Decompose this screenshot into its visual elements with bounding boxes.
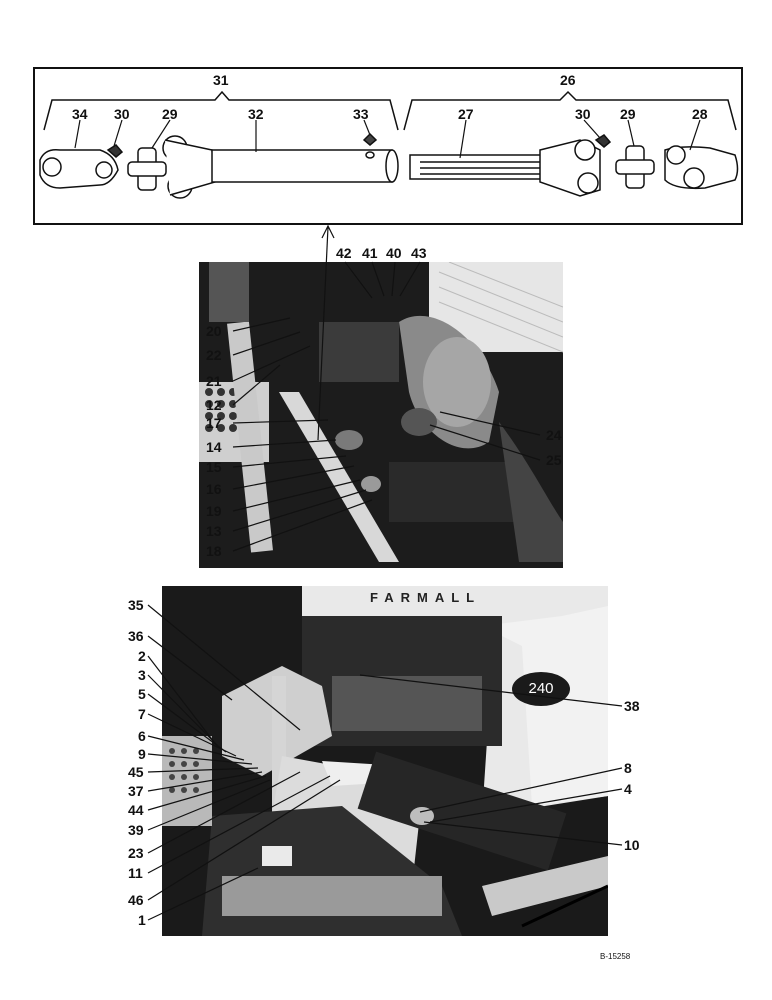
callout-14: 14 <box>206 439 222 455</box>
callout-43: 43 <box>411 245 427 261</box>
model-badge: 240 <box>512 672 570 706</box>
callout-group-26: 26 <box>560 72 576 88</box>
callout-17: 17 <box>206 415 222 431</box>
tractor-brand-text: FARMALL <box>370 590 482 605</box>
callout-18: 18 <box>206 543 222 559</box>
callout-35: 35 <box>128 597 144 613</box>
callout-38: 38 <box>624 698 640 714</box>
callout-group-31: 31 <box>213 72 229 88</box>
callout-12: 12 <box>206 397 222 413</box>
callout-9: 9 <box>138 746 146 762</box>
callout-29-left: 29 <box>162 106 178 122</box>
callout-5: 5 <box>138 686 146 702</box>
callout-44: 44 <box>128 802 144 818</box>
callout-1: 1 <box>138 912 146 928</box>
callout-22: 22 <box>206 347 222 363</box>
callout-40: 40 <box>386 245 402 261</box>
callout-37: 37 <box>128 783 144 799</box>
figure-reference-code: B-15258 <box>600 952 631 961</box>
callout-23: 23 <box>128 845 144 861</box>
callout-30-left: 30 <box>114 106 130 122</box>
callout-45: 45 <box>128 764 144 780</box>
callout-6: 6 <box>138 728 146 744</box>
callout-46: 46 <box>128 892 144 908</box>
callout-32: 32 <box>248 106 264 122</box>
callout-41: 41 <box>362 245 378 261</box>
callout-13: 13 <box>206 523 222 539</box>
tractor-front-photo <box>162 586 608 936</box>
callout-28: 28 <box>692 106 708 122</box>
callout-20: 20 <box>206 323 222 339</box>
engine-photo-illustration <box>199 262 563 568</box>
callout-21: 21 <box>206 373 222 389</box>
callout-8: 8 <box>624 760 632 776</box>
callout-4: 4 <box>624 781 632 797</box>
callout-42: 42 <box>336 245 352 261</box>
callout-29-right: 29 <box>620 106 636 122</box>
callout-11: 11 <box>128 865 143 881</box>
callout-39: 39 <box>128 822 144 838</box>
callout-15: 15 <box>206 459 222 475</box>
driveshaft-exploded-view <box>33 67 743 225</box>
callout-16: 16 <box>206 481 222 497</box>
callout-24: 24 <box>546 427 562 443</box>
callout-7: 7 <box>138 706 146 722</box>
callout-27: 27 <box>458 106 474 122</box>
callout-34: 34 <box>72 106 88 122</box>
callout-33: 33 <box>353 106 369 122</box>
tractor-photo-illustration <box>162 586 608 936</box>
callout-10: 10 <box>624 837 640 853</box>
callout-19: 19 <box>206 503 222 519</box>
callout-2: 2 <box>138 648 146 664</box>
callout-25: 25 <box>546 452 562 468</box>
callout-3: 3 <box>138 667 146 683</box>
callout-36: 36 <box>128 628 144 644</box>
engine-compartment-photo <box>199 262 563 568</box>
callout-30-right: 30 <box>575 106 591 122</box>
